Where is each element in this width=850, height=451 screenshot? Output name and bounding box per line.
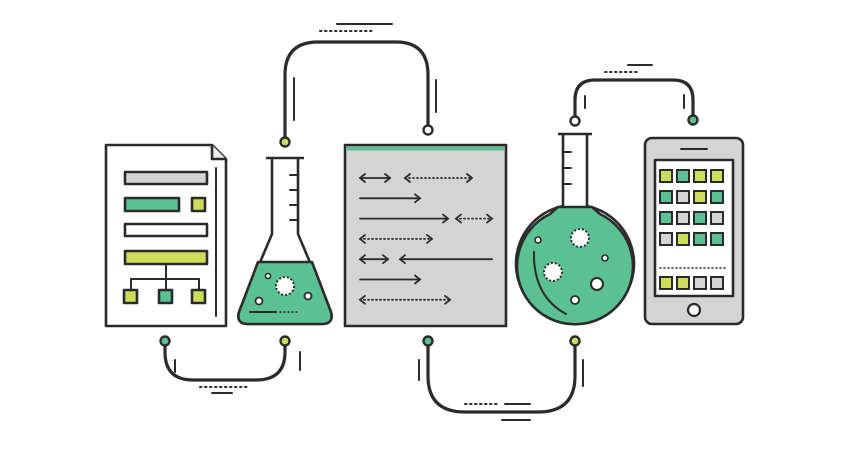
app-tile-icon (693, 190, 707, 204)
arrow-right-icon (414, 193, 422, 204)
arrow-right-icon (486, 213, 494, 224)
app-tile-icon (710, 232, 724, 246)
arrow-left-icon (398, 254, 406, 265)
arrow-right-icon (382, 254, 390, 265)
flowchart-document-icon (104, 143, 228, 328)
app-tile-icon (676, 232, 690, 246)
arrow-left-icon (358, 254, 366, 265)
arrow-right-icon (442, 213, 450, 224)
round-bottom-flask-icon (514, 132, 636, 326)
dock-tile-icon (659, 276, 673, 290)
app-tile-icon (676, 190, 690, 204)
dock-tile-icon (676, 276, 690, 290)
app-tile-icon (693, 232, 707, 246)
erlenmeyer-flask-icon (237, 156, 333, 326)
arrow-left-icon (403, 173, 411, 183)
app-tile-icon (659, 169, 673, 183)
dock-tile-icon (693, 276, 707, 290)
app-tile-icon (710, 190, 724, 204)
arrow-right-icon (414, 274, 422, 285)
app-tile-icon (659, 190, 673, 204)
arrow-right-icon (444, 294, 452, 305)
arrow-right-icon (384, 173, 392, 183)
arrow-left-icon (358, 234, 366, 244)
app-tile-icon (710, 169, 724, 183)
arrow-left-icon (454, 213, 462, 224)
app-tile-icon (693, 169, 707, 183)
code-panel-icon (343, 143, 508, 328)
app-tile-icon (676, 169, 690, 183)
dock-tile-icon (710, 276, 724, 290)
connector-cable-icon (159, 23, 699, 421)
app-tile-icon (710, 211, 724, 225)
app-tile-icon (676, 211, 690, 225)
app-tile-icon (693, 211, 707, 225)
arrow-right-icon (426, 234, 434, 244)
arrow-left-icon (358, 173, 366, 183)
smartphone-icon (643, 136, 745, 326)
arrow-left-icon (358, 294, 366, 305)
app-tile-icon (659, 211, 673, 225)
arrow-right-icon (466, 173, 474, 183)
app-tile-icon (659, 232, 673, 246)
